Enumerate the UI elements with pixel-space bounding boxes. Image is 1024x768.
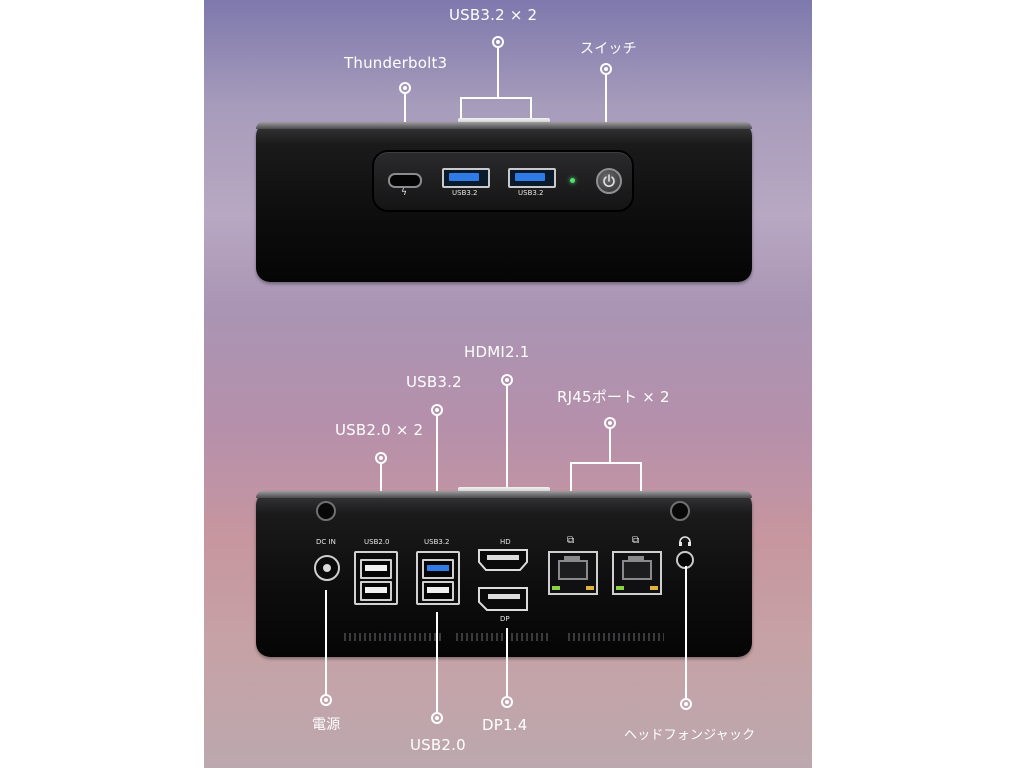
callout-line xyxy=(497,48,499,98)
rj45-port-2 xyxy=(612,551,662,595)
usb32-usb20-ports xyxy=(416,551,460,605)
callout-line xyxy=(506,386,508,542)
label-rj45-x2: RJ45ポート × 2 xyxy=(557,388,670,406)
dc-in-label: DC IN xyxy=(316,538,336,546)
thunderbolt3-port xyxy=(388,173,422,188)
rj45-port-1 xyxy=(548,551,598,595)
network-icon: ⧉ xyxy=(632,535,640,546)
label-power: 電源 xyxy=(312,717,341,733)
usb20-port-label: USB2.0 xyxy=(364,538,390,546)
callout-line xyxy=(325,590,327,696)
label-headphone-jack: ヘッドフォンジャック xyxy=(624,728,756,743)
label-thunderbolt3: Thunderbolt3 xyxy=(344,54,448,72)
vent-left xyxy=(344,633,444,641)
dp-port-label: DP xyxy=(500,615,510,623)
label-dp14: DP1.4 xyxy=(482,716,528,734)
callout-line xyxy=(609,429,611,463)
label-usb20-x2: USB2.0 × 2 xyxy=(335,421,424,439)
label-usb20: USB2.0 xyxy=(410,736,466,754)
mini-pc-rear: DC IN USB2.0 USB3.2 HD DP ⧉ ⧉ xyxy=(256,491,752,657)
usb20-ports xyxy=(354,551,398,605)
callout-dot-headphone xyxy=(680,698,692,710)
callout-dot-switch xyxy=(600,63,612,75)
usb32-port-1 xyxy=(442,168,490,188)
hd-port-label: HD xyxy=(500,538,511,546)
vent-middle xyxy=(456,633,550,641)
usb32-port-2 xyxy=(508,168,556,188)
callout-line xyxy=(436,612,438,712)
callout-line xyxy=(685,566,687,698)
status-led xyxy=(570,178,575,183)
front-port-panel: ϟ USB3.2 USB3.2 xyxy=(372,150,634,212)
callout-dot-dp xyxy=(501,696,513,708)
usb32-port-1-label: USB3.2 xyxy=(452,189,478,197)
power-icon xyxy=(603,174,615,187)
thunderbolt-bolt-icon: ϟ xyxy=(401,188,407,198)
label-usb32: USB3.2 xyxy=(406,373,462,391)
callout-dot-usb32 xyxy=(431,404,443,416)
displayport-port xyxy=(478,587,528,611)
callout-line xyxy=(570,462,642,464)
callout-dot-usb32x2 xyxy=(492,36,504,48)
callout-dot-power xyxy=(320,694,332,706)
callout-line xyxy=(460,97,532,99)
usb32-port-label: USB3.2 xyxy=(424,538,450,546)
dc-in-port xyxy=(314,555,340,581)
screw xyxy=(316,501,336,521)
product-photo-panel: USB3.2 × 2 Thunderbolt3 スイッチ ϟ USB3.2 US… xyxy=(204,0,812,768)
label-switch: スイッチ xyxy=(580,41,637,57)
callout-dot-usb20x2 xyxy=(375,452,387,464)
usb32-port-2-label: USB3.2 xyxy=(518,189,544,197)
headphone-icon xyxy=(679,536,691,546)
callout-line xyxy=(436,416,438,540)
callout-dot-hdmi xyxy=(501,374,513,386)
power-button xyxy=(596,168,622,194)
callout-dot-thunderbolt xyxy=(399,82,411,94)
vent-right xyxy=(568,633,664,641)
callout-dot-usb20 xyxy=(431,712,443,724)
callout-dot-rj45 xyxy=(604,417,616,429)
screw xyxy=(670,501,690,521)
network-icon: ⧉ xyxy=(567,535,575,546)
label-hdmi21: HDMI2.1 xyxy=(464,343,530,361)
hdmi-port xyxy=(478,549,528,571)
label-front-usb32-x2: USB3.2 × 2 xyxy=(449,6,538,24)
mini-pc-front: ϟ USB3.2 USB3.2 xyxy=(256,122,752,282)
callout-line xyxy=(506,628,508,698)
